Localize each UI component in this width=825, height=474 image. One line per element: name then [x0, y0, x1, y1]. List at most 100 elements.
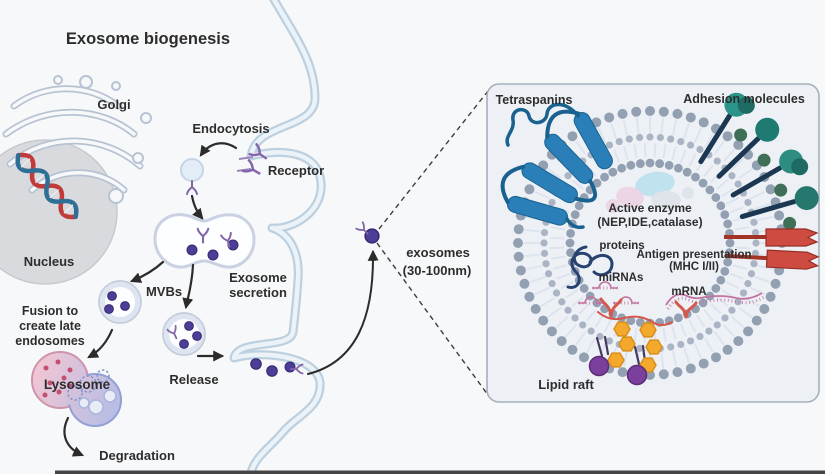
- inset-connectors: [376, 90, 489, 396]
- lipid-raft-label: Lipid raft: [538, 377, 594, 392]
- membrane-dot: [685, 112, 696, 123]
- membrane-dot-inner: [570, 210, 580, 220]
- membrane-dot-inner: [566, 228, 575, 238]
- labels: Exosome biogenesis Golgi Endocytosis Rec…: [15, 30, 805, 463]
- membrane-dot-mid: [705, 327, 713, 335]
- lysosome-label: Lysosome: [44, 377, 111, 392]
- lipid-tail: [716, 179, 729, 190]
- lipid-tail: [603, 319, 612, 333]
- membrane-dot-inner: [691, 172, 700, 182]
- arrow-secretion-to-exosome: [307, 249, 379, 375]
- membrane-dot-mid: [721, 314, 729, 322]
- arrow-endosome-to-mvb2: [182, 263, 195, 310]
- endocytosis-label: Endocytosis: [192, 121, 269, 136]
- lysosome-vesicles: [78, 389, 117, 415]
- lipid-tail: [534, 190, 550, 200]
- exosome-dot: [107, 291, 117, 301]
- exosome-dot: [207, 249, 219, 261]
- proteins-label: proteins: [599, 240, 644, 252]
- lipid-tail: [633, 327, 638, 342]
- membrane-dot-mid: [677, 340, 685, 349]
- membrane-dot: [538, 315, 549, 326]
- membrane-dot-mid: [646, 133, 654, 141]
- membrane-dot: [698, 117, 709, 128]
- lipid-tail: [693, 343, 703, 359]
- adhesion-stalk: [730, 165, 783, 198]
- membrane-dot-mid: [558, 298, 566, 306]
- lipid-tail: [679, 322, 687, 337]
- mrna-label: mRNA: [671, 286, 706, 298]
- lipid-tail: [729, 206, 744, 214]
- lipid-tail: [597, 127, 607, 143]
- mrna-strand: [665, 292, 763, 306]
- membrane-dot: [765, 291, 776, 302]
- lipid-tail: [550, 246, 565, 250]
- receptor-stem: [238, 156, 254, 160]
- adhesion-head-small: [774, 183, 788, 197]
- membrane-dot-mid: [750, 260, 758, 268]
- membrane-dot: [751, 315, 762, 326]
- membrane-dot-mid: [542, 260, 550, 268]
- lipid-tail: [726, 281, 740, 290]
- membrane-dot-mid: [750, 218, 758, 226]
- membrane-dot: [519, 278, 530, 289]
- golgi-label: Golgi: [97, 97, 130, 112]
- membrane-dot-mid: [596, 332, 604, 341]
- adhesion-molecules-label: Adhesion molecules: [683, 92, 805, 106]
- lipid-tail: [713, 140, 725, 155]
- membrane-dot-mid: [636, 344, 644, 353]
- protein-squiggle: [566, 245, 614, 289]
- membrane-dot-inner: [608, 167, 618, 177]
- membrane-dot-mid: [677, 137, 685, 146]
- membrane-dot-mid: [636, 133, 644, 142]
- golgi-cisterna-lumen: [4, 110, 136, 136]
- enzyme-blob-gray: [651, 191, 681, 209]
- lipid-tail: [597, 343, 607, 359]
- degradation-label: Degradation: [99, 448, 175, 463]
- membrane-dot-inner: [626, 160, 636, 170]
- lipid-tail: [703, 164, 714, 177]
- membrane-dot-inner: [682, 167, 692, 177]
- membrane-dot-mid: [540, 229, 549, 237]
- lipid-tail: [716, 296, 729, 307]
- mvb-rim: [100, 282, 140, 322]
- fusion-label-line3: endosomes: [15, 334, 85, 348]
- lipid-tail: [688, 153, 697, 167]
- lipid-tail: [671, 325, 677, 340]
- exosome-dot: [186, 244, 198, 256]
- lipid-tail: [613, 149, 621, 164]
- membrane-dot-mid: [615, 137, 623, 146]
- membrane-dot-inner: [711, 284, 721, 293]
- membrane-dot-mid: [571, 314, 579, 322]
- lipid-tail: [551, 255, 566, 260]
- membrane-dot: [698, 358, 709, 369]
- dna-helix: [15, 152, 79, 220]
- lipid-tail: [586, 337, 596, 353]
- red-anchor-strand: [597, 311, 673, 326]
- lipid-tail: [729, 272, 744, 280]
- lipid-tail: [757, 215, 774, 222]
- lipid-tail: [556, 272, 571, 280]
- cholesterol-hexagon: [607, 352, 625, 368]
- membrane-dot-inner: [645, 158, 655, 168]
- lipid-tail: [524, 228, 541, 233]
- mvb-outline: [98, 280, 142, 324]
- membrane-dot-mid: [744, 198, 752, 207]
- rna-membrane-anchors: [597, 297, 698, 326]
- membrane-dot: [617, 367, 628, 378]
- lipid-tail: [662, 327, 667, 342]
- membrane-dot-mid: [747, 270, 756, 278]
- membrane-dot-mid: [696, 332, 704, 341]
- membrane-dot: [513, 238, 523, 248]
- membrane-dot: [513, 251, 524, 262]
- membrane-dot-inner: [720, 266, 730, 276]
- membrane-dot-inner: [626, 316, 636, 326]
- adhesion-molecules-structure: [698, 92, 819, 230]
- membrane-dot-mid: [713, 321, 721, 329]
- lipid-tail: [738, 306, 753, 318]
- mhc-body: [765, 228, 819, 247]
- dashed-connector-bottom: [376, 242, 489, 396]
- membrane-dot: [579, 352, 589, 363]
- lipid-tail: [560, 281, 574, 290]
